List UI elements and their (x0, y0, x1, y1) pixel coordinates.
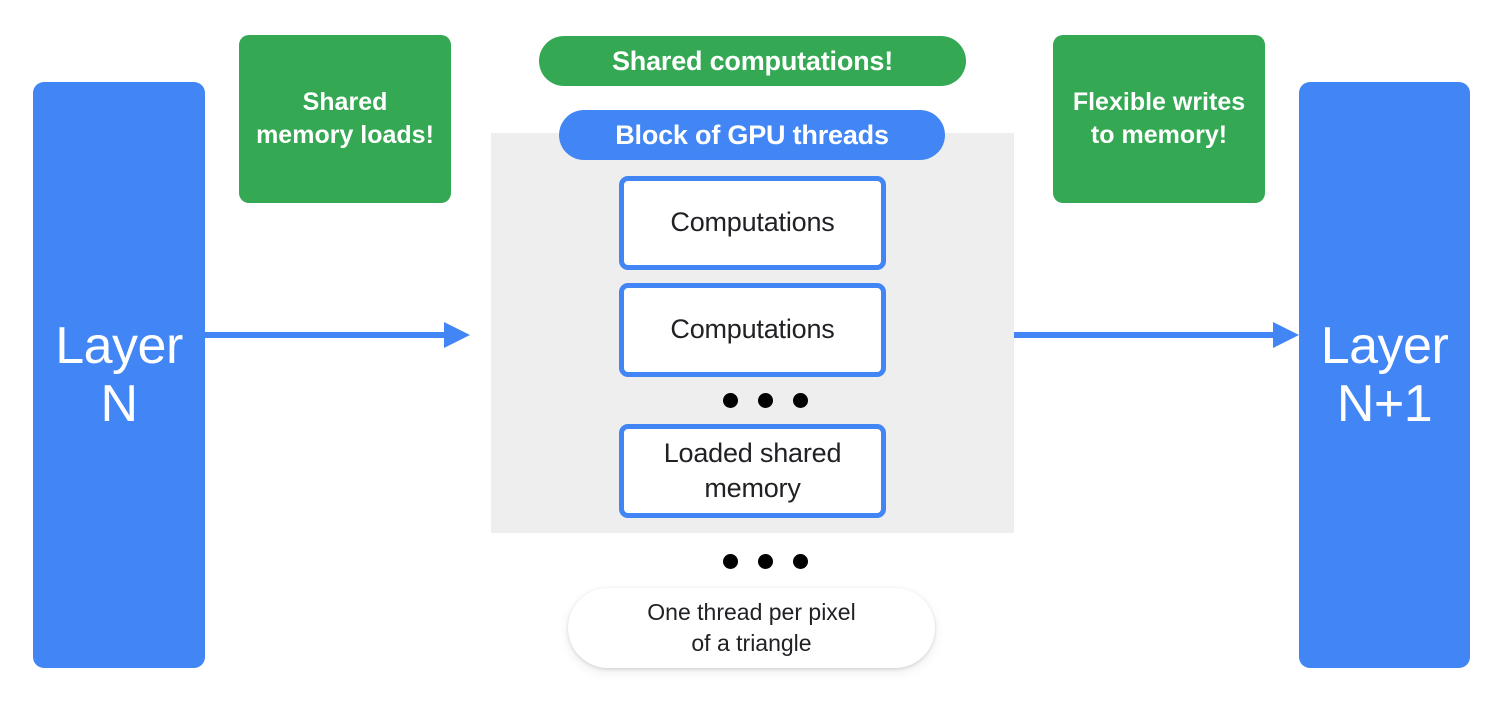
dot-icon (758, 554, 773, 569)
footnote-text: One thread per pixel of a triangle (647, 597, 855, 659)
dot-icon (793, 393, 808, 408)
dot-icon (793, 554, 808, 569)
footnote-line1: One thread per pixel (647, 599, 856, 626)
arrow-shaft (205, 332, 448, 338)
ellipsis-dots-inside-block (723, 393, 808, 408)
thread-cell-loaded-shared-memory: Loaded shared memory (619, 424, 886, 518)
arrow-shaft (1014, 332, 1277, 338)
arrow-block-to-layer-n1 (1014, 322, 1299, 348)
arrow-head-icon (1273, 322, 1299, 348)
arrow-layer-n-to-block (205, 322, 470, 348)
dot-icon (723, 393, 738, 408)
layer-n-box: Layer N (33, 82, 205, 668)
callout-flexible-writes-to-memory: Flexible writes to memory! (1053, 35, 1265, 203)
ellipsis-dots-below-block (723, 554, 808, 569)
layer-n-plus-1-box: Layer N+1 (1299, 82, 1470, 668)
layer-n-plus-1-label-line2: N+1 (1336, 375, 1433, 433)
layer-n-plus-1-label-line1: Layer (1320, 316, 1449, 375)
callout-shared-memory-loads: Shared memory loads! (239, 35, 451, 203)
footnote-line2: of a triangle (691, 630, 812, 656)
arrow-head-icon (444, 322, 470, 348)
callout-shared-computations: Shared computations! (539, 36, 966, 86)
footnote-one-thread-per-pixel: One thread per pixel of a triangle (568, 588, 935, 668)
layer-n-label: Layer N (55, 317, 183, 433)
dot-icon (723, 554, 738, 569)
thread-cell-computations-1: Computations (619, 176, 886, 270)
layer-n-plus-1-label: Layer N+1 (1321, 317, 1449, 433)
thread-cell-computations-2: Computations (619, 283, 886, 377)
layer-n-label-line1: Layer (55, 316, 183, 375)
dot-icon (758, 393, 773, 408)
layer-n-label-line2: N (100, 375, 138, 433)
block-of-gpu-threads-label: Block of GPU threads (559, 110, 945, 160)
